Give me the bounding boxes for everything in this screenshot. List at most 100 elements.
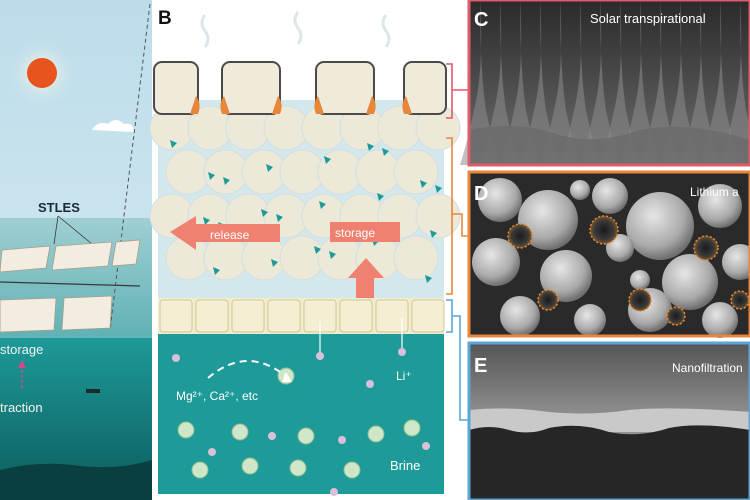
sem-spheres — [472, 178, 750, 338]
zoom-connector-line — [109, 3, 151, 331]
bracket-c — [446, 63, 453, 119]
panel-b: B release storage — [149, 0, 470, 500]
lithium-site — [329, 251, 336, 259]
lithium-site — [208, 172, 215, 180]
particle — [203, 235, 249, 281]
multivalent-ion — [403, 419, 421, 437]
li-ion — [172, 354, 180, 362]
sem-fibers — [460, 0, 750, 165]
fiber — [600, 0, 640, 165]
membrane-cell — [267, 299, 301, 333]
lithium-site — [430, 230, 437, 238]
multivalent-ion — [343, 461, 361, 479]
panel-c-title: Solar transpirational — [590, 11, 706, 26]
li-ion — [330, 488, 338, 496]
membrane-cell — [375, 299, 409, 333]
hollow-sphere — [507, 223, 533, 249]
stles-pointer — [53, 215, 93, 245]
lithium-site — [170, 140, 177, 148]
sphere — [592, 178, 628, 214]
li-ion — [338, 436, 346, 444]
membrane-cell — [231, 299, 265, 333]
fiber — [680, 0, 720, 165]
panel-d-title: Lithium a — [690, 185, 739, 199]
release-arrow — [170, 216, 280, 250]
storage-label: storage — [0, 342, 43, 357]
lithium-site — [203, 217, 210, 225]
hollow-sphere — [589, 215, 619, 245]
rejection-arc — [207, 360, 289, 379]
particle — [203, 149, 249, 195]
lithium-site — [271, 259, 278, 267]
storage-box-label: storage — [335, 226, 375, 240]
particle — [393, 235, 439, 281]
li-ion — [398, 348, 406, 356]
multivalent-ion — [231, 423, 249, 441]
bracket-d — [446, 137, 453, 295]
panel-c-letter: C — [474, 9, 488, 31]
hollow-sphere — [730, 290, 750, 310]
panel-e-title: Nanofiltration — [672, 361, 743, 375]
membrane-cells — [159, 299, 445, 333]
membrane-support — [469, 425, 750, 500]
panel-c: C Solar transpirational — [460, 0, 750, 167]
li-ion — [208, 448, 216, 456]
panel-d: D Lithium a — [467, 170, 750, 338]
sun-icon — [27, 58, 57, 88]
membrane-cell — [159, 299, 193, 333]
sphere — [630, 270, 650, 290]
hollow-sphere — [537, 289, 559, 311]
lithium-site — [213, 267, 220, 275]
extraction-label: traction — [0, 400, 43, 415]
fiber — [700, 0, 740, 165]
li-ion — [268, 432, 276, 440]
panel-e-letter: E — [474, 355, 487, 377]
sphere — [662, 254, 718, 310]
panel-d-letter: D — [474, 183, 488, 205]
transpiration-caps — [153, 61, 447, 115]
lithium-site — [425, 275, 432, 283]
rejection-arc-head — [282, 372, 292, 382]
fiber — [660, 0, 700, 165]
sphere — [478, 178, 522, 222]
brine-label: Brine — [390, 458, 420, 473]
sphere — [570, 180, 590, 200]
lithium-site — [319, 201, 326, 209]
multivalent-ion — [289, 459, 307, 477]
fiber — [560, 0, 600, 165]
li-label: Li⁺ — [396, 369, 412, 383]
multivalent-ion — [367, 425, 385, 443]
fiber — [640, 0, 680, 165]
lithium-site — [266, 164, 273, 172]
sphere — [472, 238, 520, 286]
lithium-site — [314, 246, 321, 254]
particle — [415, 193, 461, 239]
li-ion — [422, 442, 430, 450]
lithium-site — [435, 185, 442, 193]
particle — [165, 149, 211, 195]
connector-e — [452, 315, 470, 421]
membrane-cell — [339, 299, 373, 333]
hollow-sphere — [628, 288, 652, 312]
sphere — [722, 244, 750, 280]
fiber — [540, 0, 580, 165]
vapor-wisps — [200, 11, 391, 48]
storage-arrow-head — [18, 360, 26, 368]
multivalent-ion — [177, 421, 195, 439]
hollow-sphere — [666, 306, 686, 326]
release-label: release — [210, 228, 250, 242]
sphere — [702, 302, 738, 338]
particle — [279, 235, 325, 281]
connector-d — [452, 213, 470, 237]
fiber — [580, 0, 620, 165]
panel-a: STLES storage traction — [0, 0, 152, 500]
lithium-site — [382, 148, 389, 156]
fiber-base — [469, 126, 750, 165]
membrane-cell — [411, 299, 445, 333]
membrane-skin — [469, 408, 750, 432]
lithium-site — [420, 180, 427, 188]
particle — [241, 149, 287, 195]
cloud-icon — [92, 120, 134, 132]
storage-box — [330, 222, 400, 242]
